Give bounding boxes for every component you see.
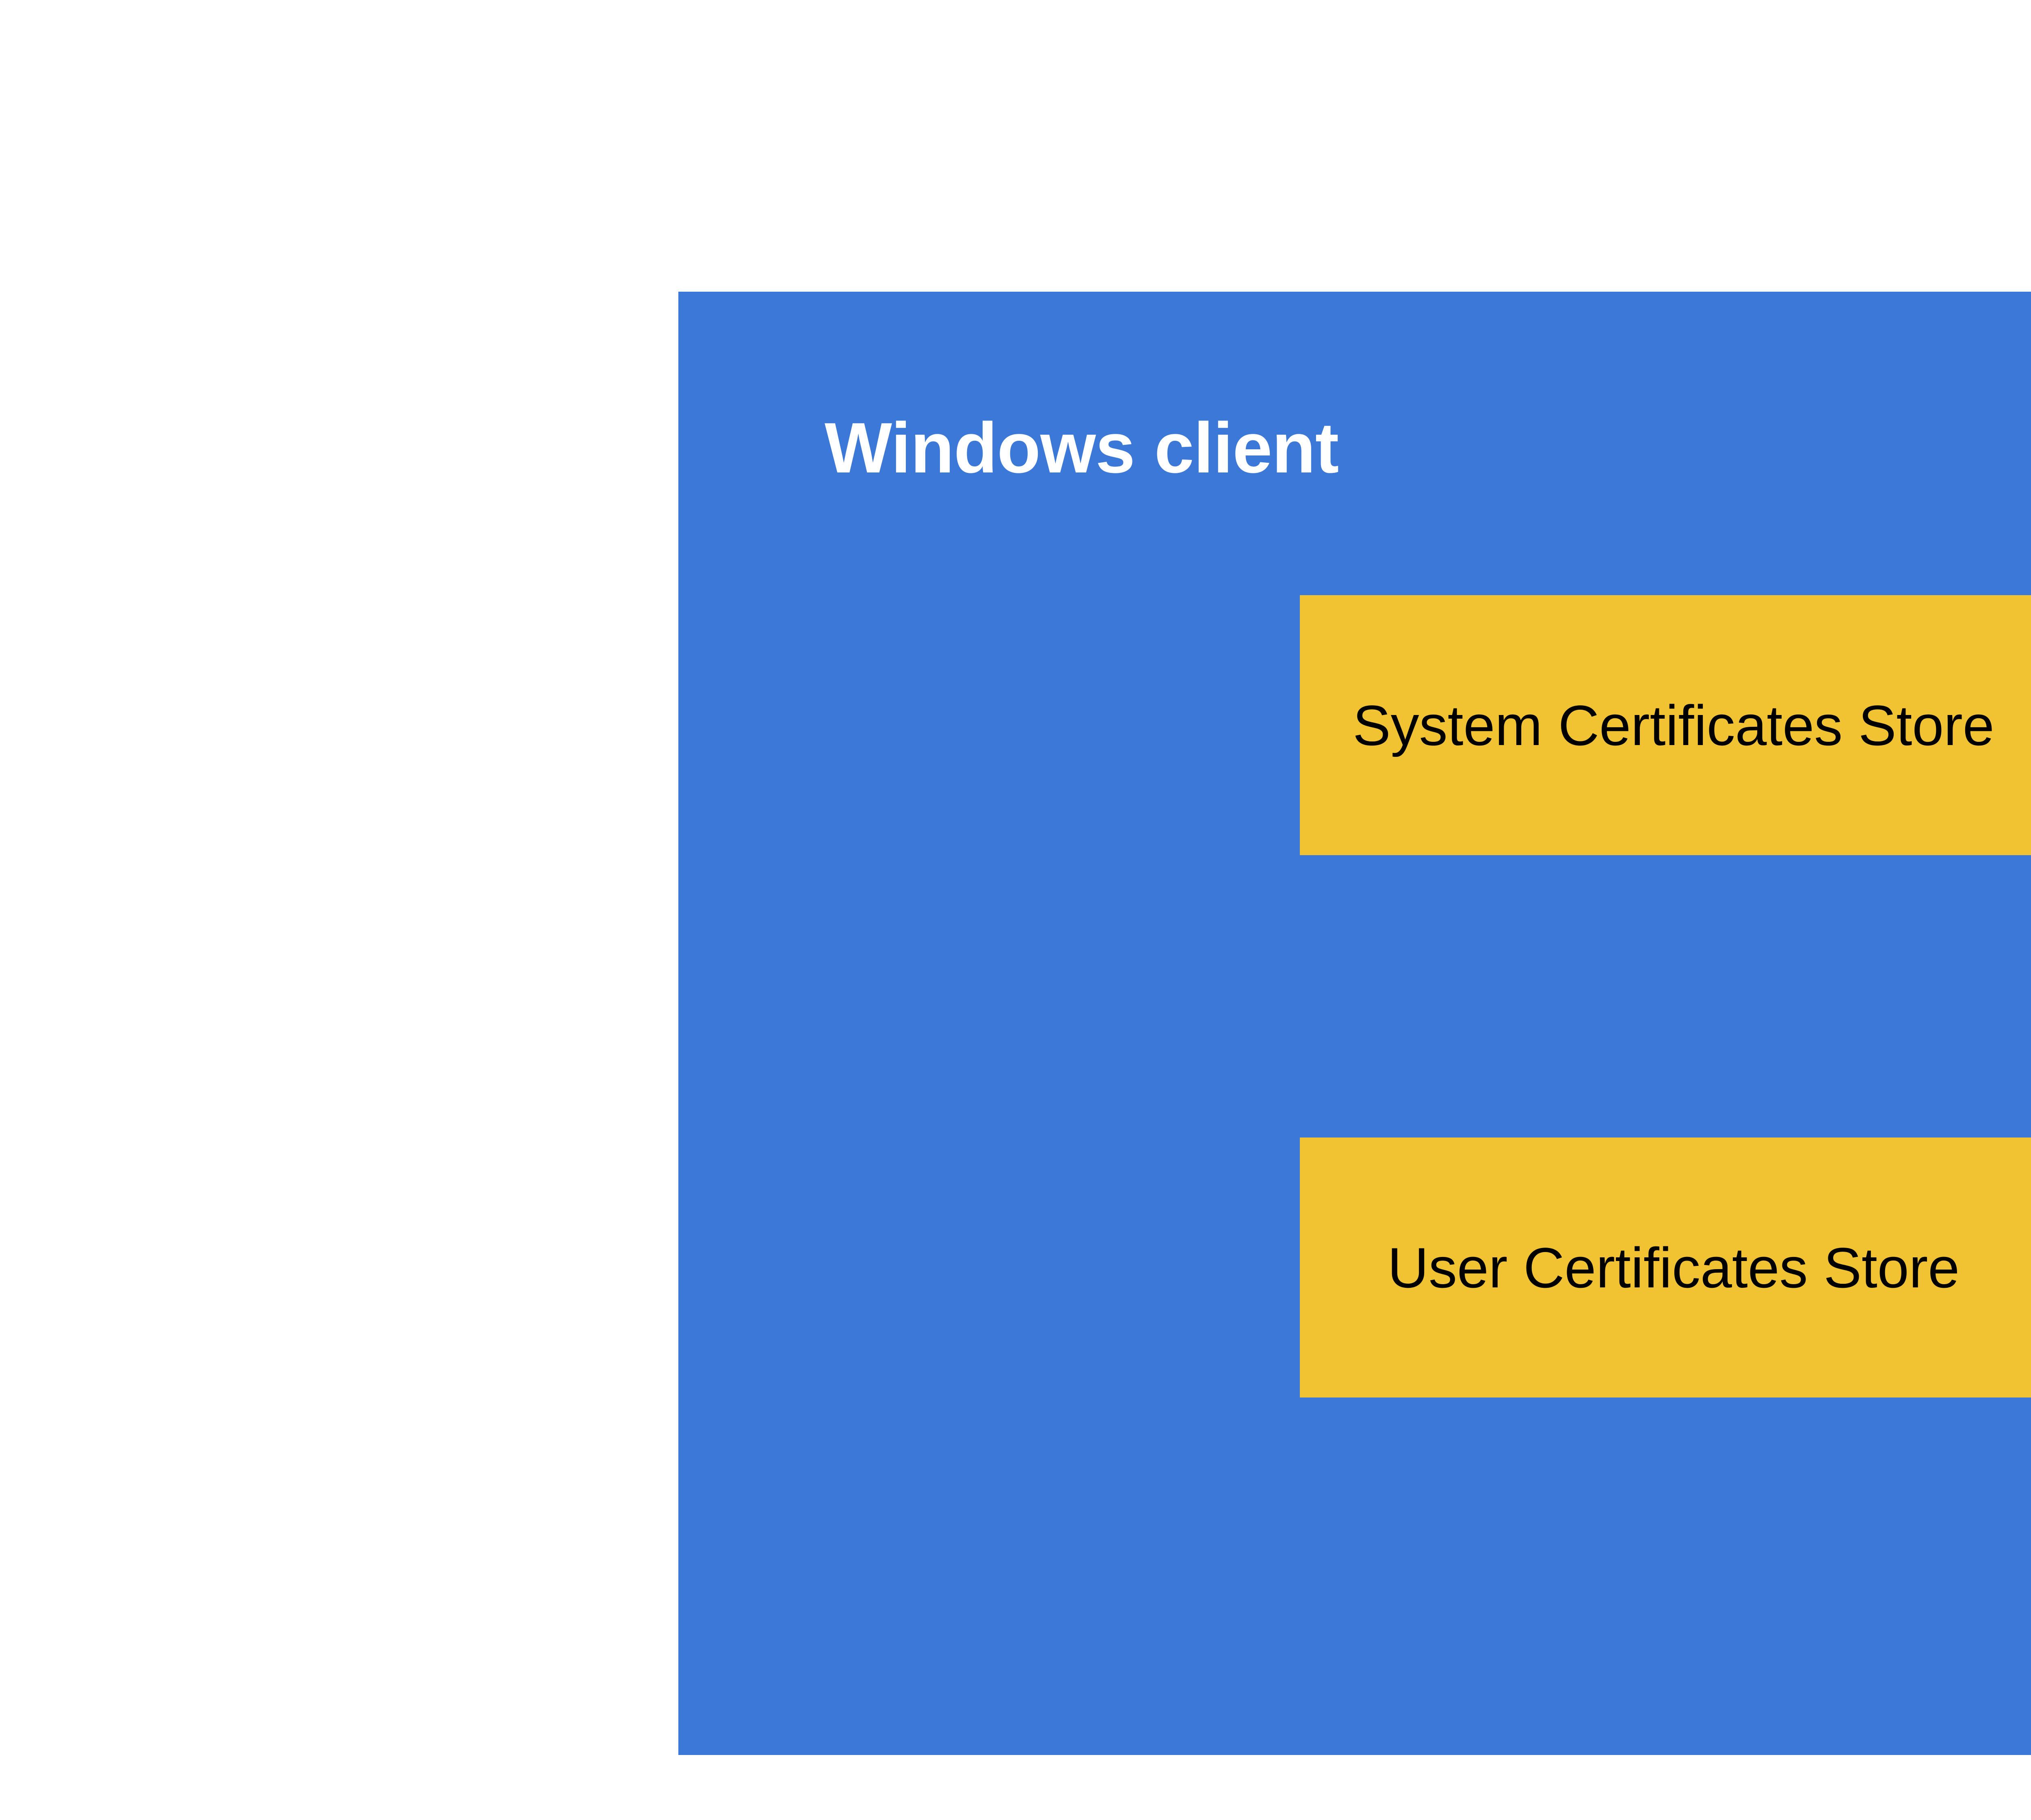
- windows-client-container: [678, 292, 2031, 1755]
- node-system-certificates-store[interactable]: System Certificates Store: [1300, 595, 2031, 855]
- windows-client-title: Windows client: [825, 408, 1339, 488]
- node-user-certificates-store[interactable]: User Certificates Store: [1300, 1138, 2031, 1398]
- node-system-certificates-store-label: System Certificates Store: [1353, 693, 1994, 757]
- node-user-certificates-store-label: User Certificates Store: [1387, 1235, 1960, 1300]
